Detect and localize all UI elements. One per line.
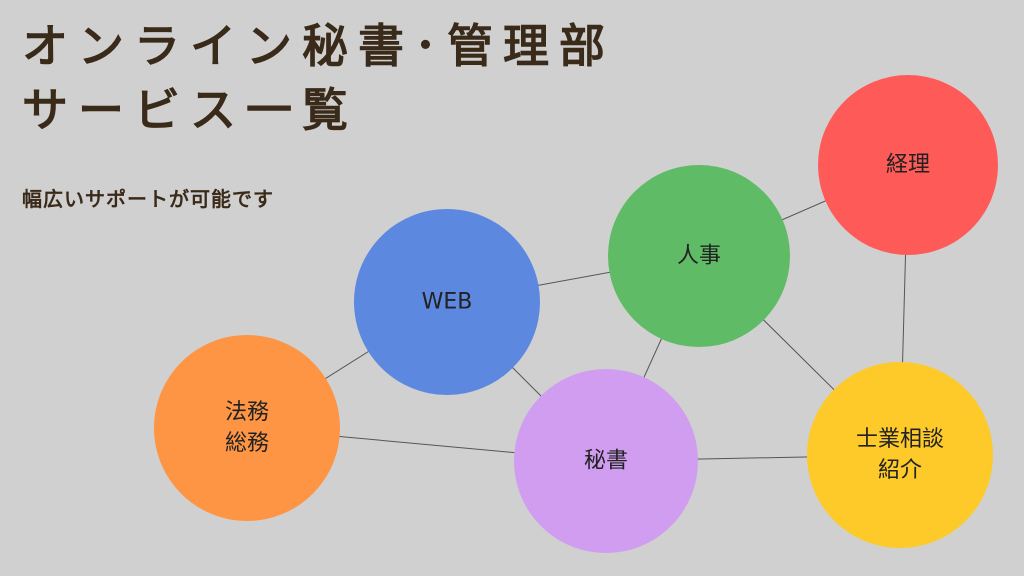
title-line-1: オンライン秘書･管理部 xyxy=(22,19,615,73)
node-hr: 人事 xyxy=(608,165,790,347)
node-circle-hr xyxy=(608,165,790,347)
node-circle-secretary xyxy=(514,369,698,553)
node-secretary: 秘書 xyxy=(514,369,698,553)
node-label-legal: 法務 xyxy=(225,400,269,425)
page-title: オンライン秘書･管理部 サービス一覧 xyxy=(22,14,615,142)
node-label-consult: 士業相談 xyxy=(856,427,944,452)
node-label-secretary: 秘書 xyxy=(584,449,628,474)
node-label-hr: 人事 xyxy=(677,244,721,269)
subtitle: 幅広いサポートが可能です xyxy=(22,187,274,211)
title-line-2: サービス一覧 xyxy=(22,83,358,137)
node-accounting: 経理 xyxy=(818,75,998,255)
node-circle-legal xyxy=(154,335,340,521)
node-web: WEB xyxy=(354,209,540,395)
node-circle-consult xyxy=(807,362,993,548)
node-label-web: WEB xyxy=(422,290,473,315)
node-circle-web xyxy=(354,209,540,395)
node-label-accounting: 経理 xyxy=(886,153,930,178)
node-circle-accounting xyxy=(818,75,998,255)
node-label-consult: 紹介 xyxy=(878,458,922,483)
node-label-legal: 総務 xyxy=(225,431,269,456)
